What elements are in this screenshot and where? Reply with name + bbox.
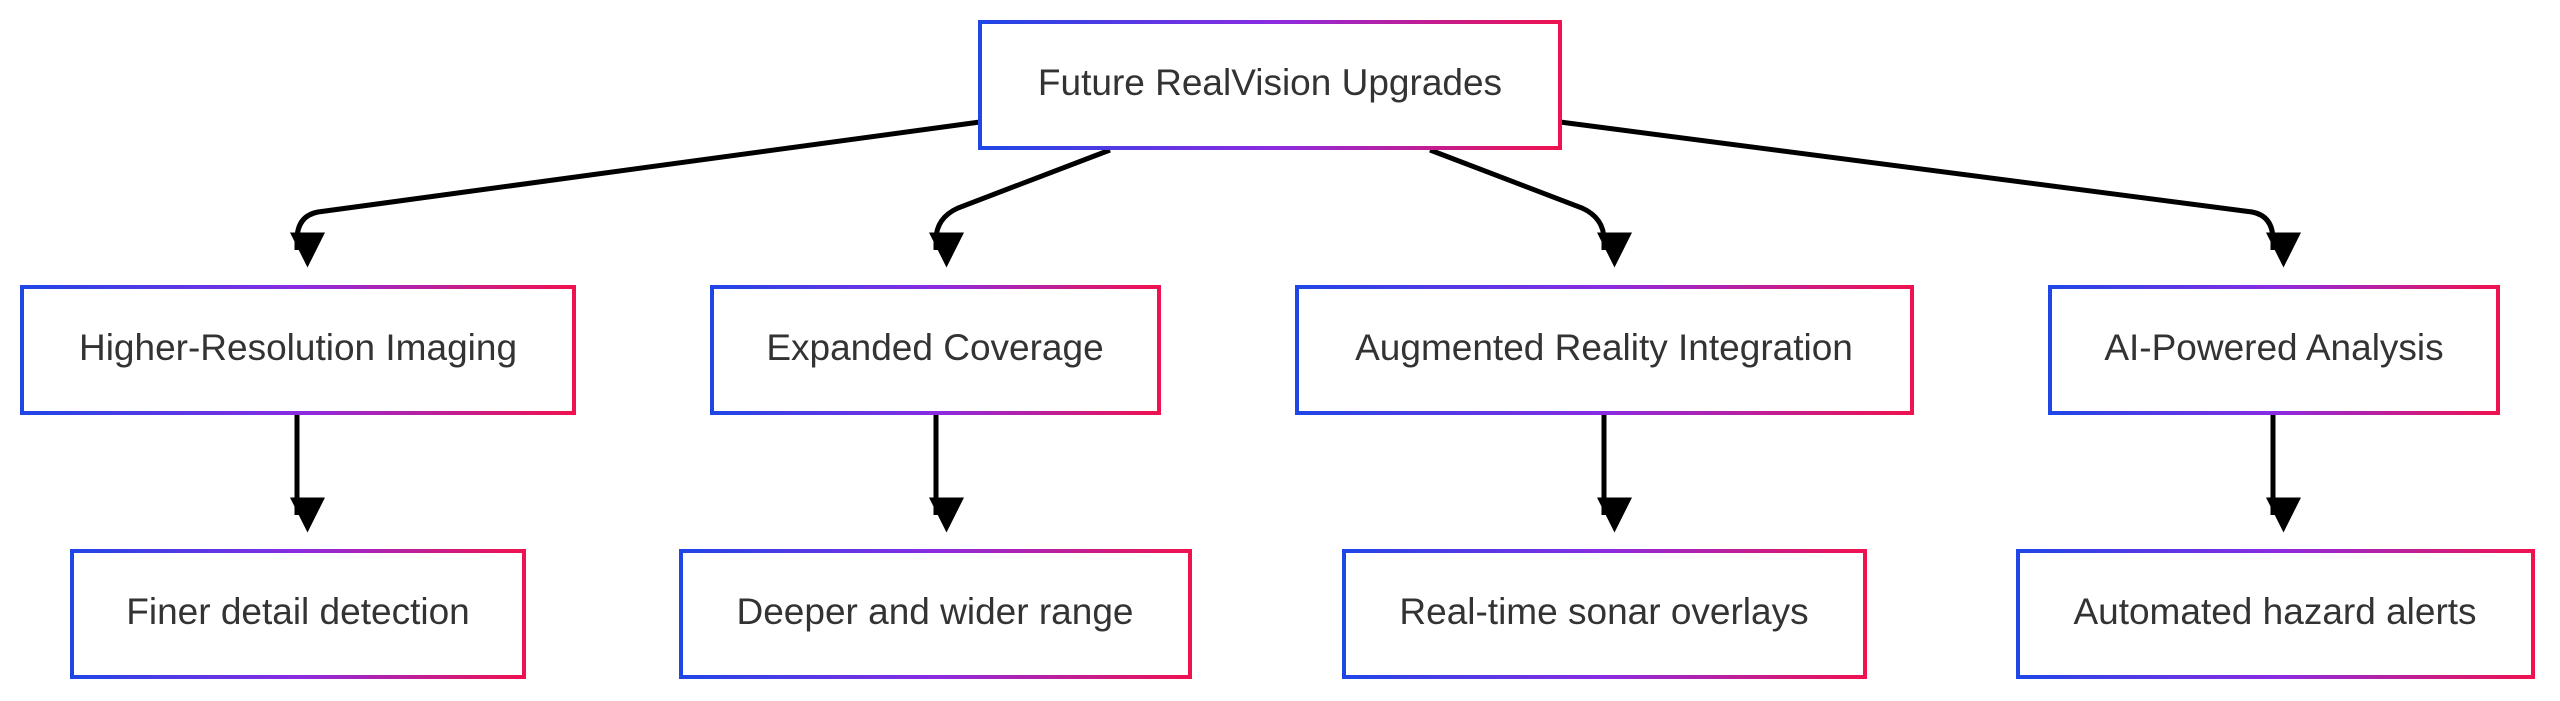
edge-root-to-higher-resolution-imaging bbox=[290, 119, 981, 268]
node-real-time-sonar-overlays-label: Real-time sonar overlays bbox=[1399, 591, 1808, 632]
node-automated-hazard-alerts: Automated hazard alerts bbox=[2016, 549, 2535, 679]
edge-root-to-expanded-coverage bbox=[929, 147, 1111, 268]
node-automated-hazard-alerts-label: Automated hazard alerts bbox=[2073, 591, 2476, 632]
node-finer-detail-detection-label: Finer detail detection bbox=[126, 591, 469, 632]
node-expanded-coverage: Expanded Coverage bbox=[710, 285, 1161, 415]
node-deeper-and-wider-range-label: Deeper and wider range bbox=[737, 591, 1134, 632]
node-deeper-and-wider-range: Deeper and wider range bbox=[679, 549, 1192, 679]
edge-root-to-ai-powered-analysis bbox=[1559, 119, 2301, 268]
node-finer-detail-detection: Finer detail detection bbox=[70, 549, 526, 679]
node-root-label: Future RealVision Upgrades bbox=[1038, 62, 1502, 103]
node-expanded-coverage-label: Expanded Coverage bbox=[766, 327, 1103, 368]
edges bbox=[290, 119, 2301, 533]
node-ai-powered-analysis-label: AI-Powered Analysis bbox=[2104, 327, 2443, 368]
edge-root-to-augmented-reality-integration bbox=[1429, 147, 1632, 268]
node-ai-powered-analysis: AI-Powered Analysis bbox=[2048, 285, 2500, 415]
node-augmented-reality-integration: Augmented Reality Integration bbox=[1295, 285, 1914, 415]
node-higher-resolution-imaging-label: Higher-Resolution Imaging bbox=[79, 327, 517, 368]
node-real-time-sonar-overlays: Real-time sonar overlays bbox=[1342, 549, 1867, 679]
node-augmented-reality-integration-label: Augmented Reality Integration bbox=[1355, 327, 1853, 368]
node-root: Future RealVision Upgrades bbox=[978, 20, 1562, 150]
node-higher-resolution-imaging: Higher-Resolution Imaging bbox=[20, 285, 576, 415]
